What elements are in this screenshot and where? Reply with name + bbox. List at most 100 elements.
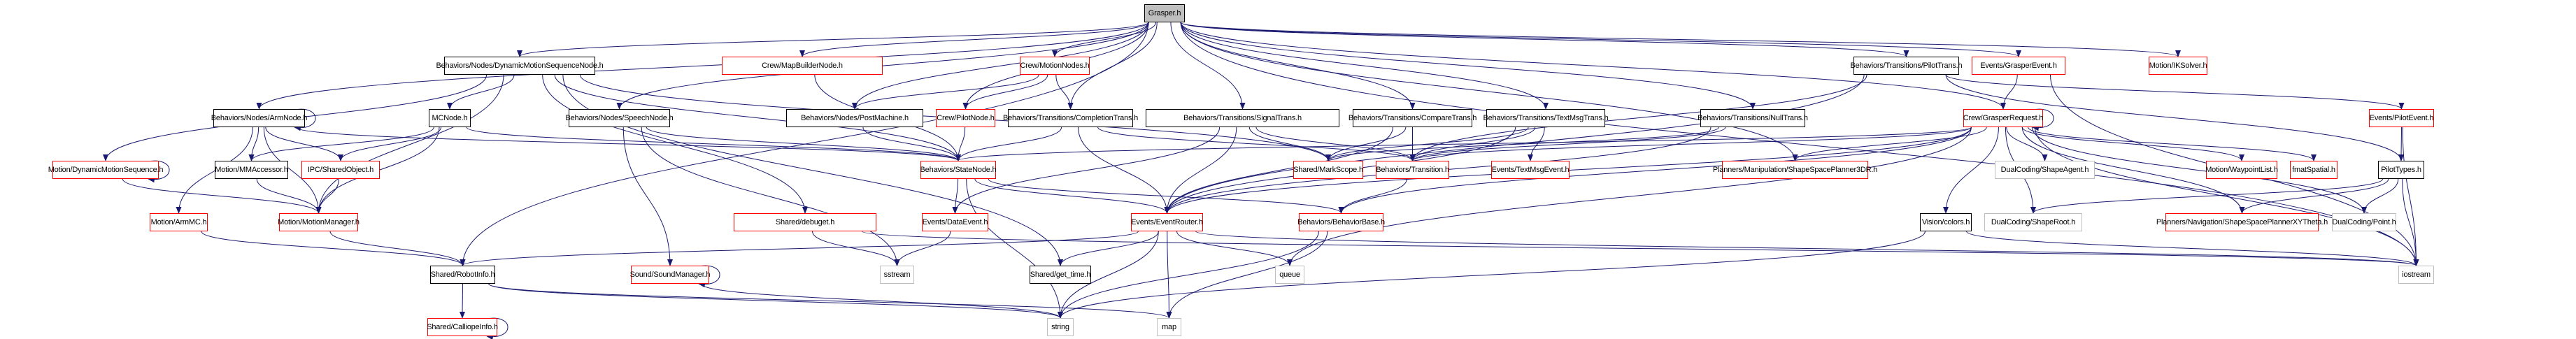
node-label: queue (1279, 271, 1300, 279)
node-label: Behaviors/Nodes/PostMachine.h (801, 114, 909, 122)
node-label: MCNode.h (432, 114, 468, 122)
node-pilottrans[interactable]: Behaviors/Transitions/PilotTrans.h (1851, 57, 1963, 75)
edge-statenode-to-string (966, 178, 1063, 319)
node-nulltrans[interactable]: Behaviors/Transitions/NullTrans.h (1698, 109, 1808, 127)
node-armmc[interactable]: Motion/ArmMC.h (150, 213, 208, 231)
node-postmachine[interactable]: Behaviors/Nodes/PostMachine.h (786, 109, 923, 127)
edge-pilottrans-to-pilotevent (1945, 74, 2405, 110)
edge-completiontrans-to-transition (1097, 127, 1416, 161)
edge-motionnodes-to-completiontrans (1055, 74, 1074, 110)
edge-nulltrans-to-transition (1409, 127, 1726, 161)
edge-grasper-to-grasperrequest (1180, 22, 2006, 110)
node-mcnode[interactable]: MCNode.h (429, 109, 471, 127)
node-gettime[interactable]: Shared/get_time.h (1030, 266, 1091, 284)
edge-pilottrans-to-pilottypes (1945, 74, 2404, 161)
node-speechnode[interactable]: Behaviors/Nodes/SpeechNode.h (566, 109, 674, 127)
node-plannerxyt[interactable]: Planners/Navigation/ShapeSpacePlannerXYT… (2156, 213, 2328, 231)
node-pilotevent[interactable]: Events/PilotEvent.h (2369, 109, 2434, 127)
node-pilotnode[interactable]: Crew/PilotNode.h (936, 109, 995, 127)
node-completiontrans[interactable]: Behaviors/Transitions/CompletionTrans.h (1003, 109, 1138, 127)
node-textmsgtrans[interactable]: Behaviors/Transitions/TextMsgTrans.h (1483, 109, 1609, 127)
edge-grasperrequest-to-planner3dr (1792, 127, 1987, 161)
edge-mmaccessor-to-motionmanager (256, 178, 322, 214)
node-label: sstream (883, 271, 911, 279)
node-comparetrans[interactable]: Behaviors/Transitions/CompareTrans.h (1349, 109, 1476, 127)
edge-motionnodes-to-pilotnode (962, 74, 1048, 110)
node-dmsnode[interactable]: Behaviors/Nodes/DynamicMotionSequenceNod… (436, 57, 604, 75)
node-sharedobject[interactable]: IPC/SharedObject.h (301, 161, 380, 179)
node-label: Crew/MotionNodes.h (1020, 62, 1090, 70)
edge-grasperrequest-to-transition (1409, 127, 1972, 161)
node-debuget[interactable]: Shared/debuget.h (734, 213, 876, 231)
node-mmaccessor[interactable]: Motion/MMAccessor.h (215, 161, 288, 179)
node-motionnodes[interactable]: Crew/MotionNodes.h (1020, 57, 1090, 75)
node-shapeagent[interactable]: DualCoding/ShapeAgent.h (1995, 161, 2095, 179)
node-label: Events/TextMsgEvent.h (1491, 166, 1570, 174)
edge-dataevent-to-sstream (894, 231, 951, 266)
edge-mcnode-to-mmaccessor (248, 127, 434, 161)
node-label: Motion/DynamicMotionSequence.h (48, 166, 164, 174)
edge-signaltrans-to-dataevent (952, 127, 1221, 214)
node-behaviorbase[interactable]: Behaviors/BehaviorBase.h (1297, 213, 1385, 231)
edge-postmachine-to-statenode (862, 127, 961, 161)
node-label: Crew/PilotNode.h (937, 114, 995, 122)
edge-dmsnode-to-mcnode (447, 74, 515, 110)
edge-armnode-to-motionmanager (263, 127, 322, 214)
node-textmsgevent[interactable]: Events/TextMsgEvent.h (1491, 161, 1570, 179)
node-shaperoot[interactable]: DualCoding/ShapeRoot.h (1984, 213, 2082, 231)
node-signaltrans[interactable]: Behaviors/Transitions/SignalTrans.h (1146, 109, 1339, 127)
node-label: Behaviors/Nodes/ArmNode.h (211, 114, 308, 122)
node-robotinfo[interactable]: Shared/RobotInfo.h (430, 266, 495, 284)
node-motionmanager[interactable]: Motion/MotionManager.h (278, 213, 360, 231)
edge-armmc-to-robotinfo (201, 231, 466, 266)
node-soundmanager[interactable]: Sound/SoundManager.h (629, 266, 711, 284)
edge-colors-to-string (1058, 231, 1926, 319)
edge-grasperrequest-to-point (2031, 127, 2367, 214)
node-dms[interactable]: Motion/DynamicMotionSequence.h (48, 161, 163, 179)
node-eventrouter[interactable]: Events/EventRouter.h (1131, 213, 1203, 231)
edge-pilottypes-to-shaperoot (2030, 178, 2384, 214)
node-label: Behaviors/Transitions/TextMsgTrans.h (1483, 114, 1609, 122)
edge-grasperrequest-to-fmatspatial (2028, 127, 2317, 161)
node-label: DualCoding/ShapeAgent.h (2000, 166, 2089, 174)
node-calliope[interactable]: Shared/CalliopeInfo.h (427, 318, 498, 336)
node-iostream[interactable]: iostream (2398, 266, 2434, 284)
node-transition[interactable]: Behaviors/Transition.h (1376, 161, 1449, 179)
node-grasperevent[interactable]: Events/GrasperEvent.h (1972, 57, 2065, 75)
node-statenode[interactable]: Behaviors/StateNode.h (920, 161, 997, 179)
node-label: Sound/SoundManager.h (629, 271, 711, 279)
node-grasper[interactable]: Grasper.h (1144, 4, 1185, 22)
node-colors[interactable]: Vision/colors.h (1920, 213, 1972, 231)
node-dataevent[interactable]: Events/DataEvent.h (922, 213, 988, 231)
node-markscope[interactable]: Shared/MarkScope.h (1293, 161, 1363, 179)
edge-grasper-to-completiontrans (1067, 22, 1158, 110)
node-pilottypes[interactable]: PilotTypes.h (2378, 161, 2424, 179)
node-sstream[interactable]: sstream (880, 266, 914, 284)
edge-textmsgtrans-to-markscope (1325, 127, 1529, 161)
edge-transition-to-behaviorbase (1338, 178, 1407, 214)
node-label: Planners/Manipulation/ShapeSpacePlanner3… (1712, 166, 1878, 174)
node-planner3dr[interactable]: Planners/Manipulation/ShapeSpacePlanner3… (1713, 161, 1877, 179)
node-label: Shared/MarkScope.h (1293, 166, 1363, 174)
edge-grasperrequest-to-plannerxyt (2021, 127, 2245, 214)
node-armnode[interactable]: Behaviors/Nodes/ArmNode.h (211, 109, 308, 127)
edge-statenode-to-eventrouter (974, 178, 1170, 214)
node-label: string (1051, 323, 1069, 331)
edge-dmsnode-to-statenode (554, 74, 961, 161)
edge-mcnode-to-statenode (466, 127, 961, 161)
node-queue[interactable]: queue (1275, 266, 1304, 284)
edge-speechnode-to-sstream (641, 127, 900, 266)
node-map[interactable]: map (1157, 318, 1181, 336)
node-iksolver[interactable]: Motion/IKSolver.h (2149, 57, 2207, 75)
node-fmatspatial[interactable]: fmatSpatial.h (2290, 161, 2337, 179)
node-label: Crew/GrasperRequest.h (1963, 114, 2044, 122)
node-waypointlist[interactable]: Motion/WaypointList.h (2205, 161, 2278, 179)
edge-grasper-to-dmsnode (517, 22, 1149, 57)
node-mapbuilder[interactable]: Crew/MapBuilderNode.h (722, 57, 883, 75)
edge-completiontrans-to-statenode (955, 127, 1062, 161)
node-grasperrequest[interactable]: Crew/GrasperRequest.h (1963, 109, 2043, 127)
node-label: Motion/MotionManager.h (278, 218, 360, 226)
node-point[interactable]: DualCoding/Point.h (2332, 213, 2396, 231)
node-string[interactable]: string (1047, 318, 1074, 336)
node-label: Grasper.h (1148, 9, 1181, 17)
